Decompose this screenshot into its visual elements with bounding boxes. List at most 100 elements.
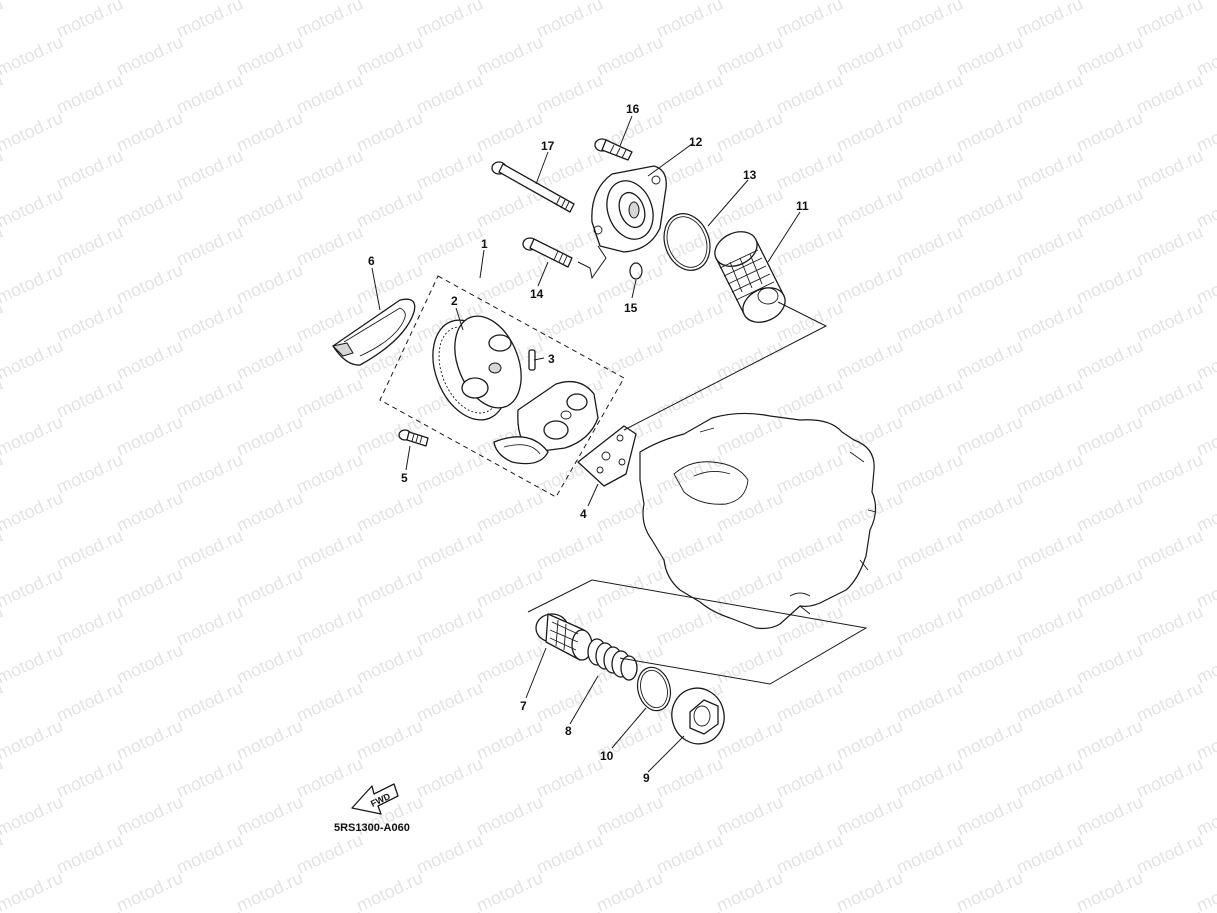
watermark-text: motod.ru	[413, 677, 486, 725]
watermark-text: motod.ru	[893, 69, 966, 117]
watermark-text: motod.ru	[1013, 677, 1086, 725]
watermark-text: motod.ru	[53, 525, 126, 573]
watermark-text: motod.ru	[953, 563, 1026, 611]
callout-13: 13	[743, 168, 757, 182]
watermark-text: motod.ru	[413, 905, 486, 913]
watermark-text: motod.ru	[113, 639, 186, 687]
watermark-text: motod.ru	[1013, 0, 1086, 42]
watermark-text: motod.ru	[113, 183, 186, 231]
watermark-text: motod.ru	[473, 31, 546, 79]
callout-leaders	[371, 115, 801, 773]
watermark-text: motod.ru	[293, 829, 366, 877]
watermark-text: motod.ru	[0, 411, 66, 459]
watermark-text: motod.ru	[0, 867, 66, 913]
watermark-text: motod.ru	[1073, 107, 1146, 155]
watermark-text: motod.ru	[773, 0, 846, 42]
watermark-text: motod.ru	[653, 297, 726, 345]
watermark-text: motod.ru	[353, 715, 426, 763]
watermark-text: motod.ru	[233, 867, 306, 913]
crankcase	[639, 412, 877, 630]
watermark-text: motod.ru	[0, 107, 66, 155]
watermark-text: motod.ru	[293, 677, 366, 725]
watermark-text: motod.ru	[533, 905, 606, 913]
watermark-text: motod.ru	[1073, 563, 1146, 611]
watermark-text: motod.ru	[533, 677, 606, 725]
watermark-text: motod.ru	[353, 31, 426, 79]
watermark-text: motod.ru	[53, 297, 126, 345]
watermark-text: motod.ru	[113, 563, 186, 611]
watermark-text: motod.ru	[1073, 791, 1146, 839]
watermark-text: motod.ru	[593, 867, 666, 913]
watermark-text: motod.ru	[233, 487, 306, 535]
callout-1: 1	[481, 237, 488, 251]
watermark-text: motod.ru	[1133, 449, 1206, 497]
watermark-text: motod.ru	[173, 145, 246, 193]
watermark-text: motod.ru	[413, 753, 486, 801]
watermark-text: motod.ru	[593, 563, 666, 611]
watermark-text: motod.ru	[1133, 905, 1206, 913]
callout-16: 16	[626, 102, 640, 116]
watermark-text: motod.ru	[713, 791, 786, 839]
watermark-text: motod.ru	[1013, 601, 1086, 649]
watermark-text: motod.ru	[713, 867, 786, 913]
watermark-text: motod.ru	[893, 0, 966, 42]
watermark-text: motod.ru	[953, 715, 1026, 763]
watermark-text: motod.ru	[1073, 487, 1146, 535]
part-16-bolt	[594, 138, 633, 161]
watermark-text: motod.ru	[233, 107, 306, 155]
watermark-text: motod.ru	[953, 411, 1026, 459]
watermark-text: motod.ru	[653, 753, 726, 801]
watermark-text: motod.ru	[0, 563, 66, 611]
watermark-text: motod.ru	[713, 487, 786, 535]
watermark-text: motod.ru	[413, 0, 486, 42]
watermark-text: motod.ru	[533, 0, 606, 42]
part-14-bolt	[522, 237, 573, 268]
watermark-text: motod.ru	[413, 449, 486, 497]
watermark-text: motod.ru	[833, 639, 906, 687]
watermark-text: motod.ru	[473, 487, 546, 535]
watermark-text: motod.ru	[473, 791, 546, 839]
watermark-text: motod.ru	[1133, 0, 1206, 42]
watermark-text: motod.ru	[593, 791, 666, 839]
watermark-text: motod.ru	[1013, 373, 1086, 421]
watermark-text: motod.ru	[833, 411, 906, 459]
watermark-text: motod.ru	[293, 145, 366, 193]
watermark-text: motod.ru	[53, 0, 126, 42]
watermark-text: motod.ru	[0, 335, 66, 383]
watermark-text: motod.ru	[1073, 715, 1146, 763]
watermark-text: motod.ru	[173, 69, 246, 117]
watermark-text: motod.ru	[1013, 905, 1086, 913]
callout-11: 11	[796, 199, 809, 213]
watermark-text: motod.ru	[473, 0, 546, 4]
watermark-text: motod.ru	[173, 373, 246, 421]
watermark-text: motod.ru	[833, 0, 906, 4]
watermark-text: motod.ru	[233, 563, 306, 611]
watermark-text: motod.ru	[0, 0, 66, 4]
watermark-text: motod.ru	[1013, 145, 1086, 193]
watermark-text: motod.ru	[773, 145, 846, 193]
watermark-text: motod.ru	[953, 107, 1026, 155]
watermark-text: motod.ru	[1013, 525, 1086, 573]
watermark-text: motod.ru	[173, 221, 246, 269]
watermark-text: motod.ru	[953, 487, 1026, 535]
part-17-long-bolt	[491, 161, 575, 213]
watermark-text: motod.ru	[953, 867, 1026, 913]
watermark-text: motod.ru	[1013, 449, 1086, 497]
watermark-text: motod.ru	[233, 0, 306, 4]
watermark-text: motod.ru	[1193, 0, 1217, 4]
callout-15: 15	[624, 301, 638, 315]
watermark-text: motod.ru	[653, 829, 726, 877]
part-2-gear	[432, 315, 522, 421]
watermark-text: motod.ru	[773, 829, 846, 877]
watermark-text: motod.ru	[773, 677, 846, 725]
callout-numbers: 1 2 3 4 5 6 7 8 9 10 11 12 13 14 15 16 1…	[368, 102, 809, 785]
watermark-text: motod.ru	[593, 31, 666, 79]
watermark-text: motod.ru	[353, 183, 426, 231]
part-15-o-ring	[629, 262, 643, 280]
watermark-text: motod.ru	[53, 449, 126, 497]
watermark-text: motod.ru	[113, 791, 186, 839]
watermark-text: motod.ru	[833, 259, 906, 307]
watermark-text: motod.ru	[173, 829, 246, 877]
watermark-text: motod.ru	[113, 715, 186, 763]
